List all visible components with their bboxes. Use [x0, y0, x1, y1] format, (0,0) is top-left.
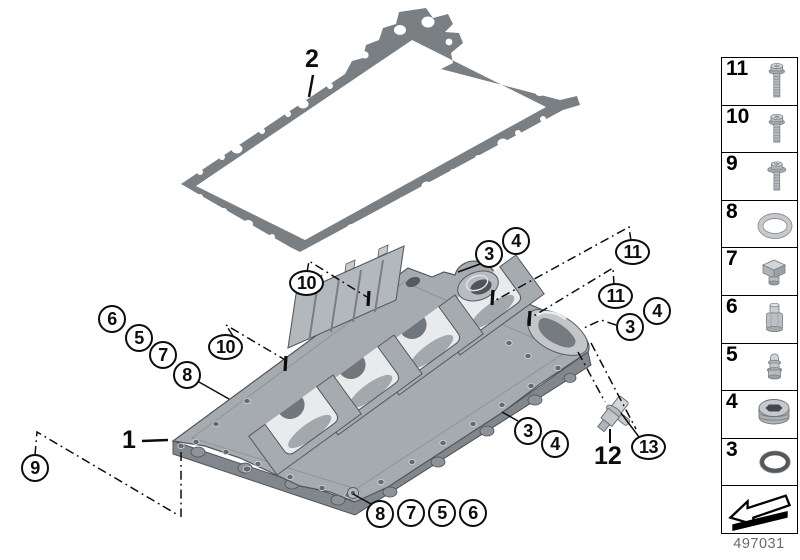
callout-7-left[interactable]: 7 — [149, 341, 177, 369]
oil-pan-gasket-drawing — [181, 8, 580, 252]
callout-5-bottom[interactable]: 5 — [428, 499, 456, 527]
pan-oval-opening — [405, 276, 421, 288]
callout-5-left[interactable]: 5 — [125, 324, 153, 352]
pan-bolt-holes — [177, 339, 562, 498]
hex-screw-plug-icon — [762, 259, 786, 286]
sidebar-item-3-label: 3 — [726, 437, 738, 461]
sidebar-item-11[interactable]: 11 — [722, 57, 797, 105]
sidebar-item-6[interactable]: 6 — [722, 294, 797, 343]
sidebar-item-7[interactable]: 7 — [722, 247, 797, 295]
callout-sensor[interactable]: 12 — [594, 442, 622, 470]
sidebar-item-6-label: 6 — [726, 294, 738, 318]
sidebar-item-9[interactable]: 9 — [722, 152, 797, 200]
sidebar-item-8[interactable]: 8 — [722, 199, 797, 248]
sidebar-item-4-label: 4 — [726, 390, 738, 414]
gasket-bolt-holes — [197, 16, 546, 244]
oil-pan-drawing — [171, 244, 592, 516]
callout-6-bottom[interactable]: 6 — [459, 499, 487, 527]
figure-code: 497031 — [733, 536, 785, 552]
pan-edge-bosses — [190, 373, 577, 506]
callout-9[interactable]: 9 — [21, 454, 49, 482]
callout-11-upper[interactable]: 11 — [615, 239, 650, 265]
nipple-fitting-icon — [766, 353, 783, 380]
sidebar-item-10[interactable]: 10 — [722, 104, 797, 153]
cylindrical-plug-icon — [766, 303, 783, 333]
sidebar-item-overview[interactable] — [722, 485, 797, 533]
sidebar-item-11-label: 11 — [726, 57, 749, 80]
sealing-ring-icon — [757, 213, 793, 240]
sidebar-item-4[interactable]: 4 — [722, 390, 797, 438]
flange-bolt-short-icon — [768, 113, 785, 143]
callout-4-bottom[interactable]: 4 — [541, 430, 569, 458]
sidebar-item-5[interactable]: 5 — [722, 342, 797, 391]
parts-sidebar: 11 10 9 — [721, 57, 798, 534]
sidebar-item-9-label: 9 — [726, 152, 738, 176]
tick-marks — [283, 289, 532, 372]
oil-level-sensor-drawing — [597, 396, 631, 433]
sidebar-item-10-label: 10 — [726, 104, 750, 128]
direction-arrow-icon — [727, 493, 791, 531]
callout-3-right[interactable]: 3 — [616, 313, 644, 341]
flange-bolt-long-icon — [768, 63, 785, 98]
callout-pan[interactable]: 1 — [122, 426, 136, 454]
ribbed-baffle — [287, 244, 405, 349]
o-ring-icon — [759, 450, 791, 474]
leader-lines — [34, 74, 640, 517]
callout-gasket[interactable]: 2 — [305, 45, 319, 73]
eyelet-boss — [457, 270, 499, 302]
callout-7-bottom[interactable]: 7 — [397, 499, 425, 527]
callout-3-top[interactable]: 3 — [475, 240, 503, 268]
sidebar-item-5-label: 5 — [726, 342, 738, 366]
callout-4-right[interactable]: 4 — [643, 297, 671, 325]
callout-10-top[interactable]: 10 — [289, 270, 324, 296]
callout-10-left[interactable]: 10 — [208, 334, 243, 360]
callout-11-lower[interactable]: 11 — [598, 283, 633, 309]
callout-13[interactable]: 13 — [631, 434, 666, 460]
callout-6-left[interactable]: 6 — [98, 305, 126, 333]
callout-4-top[interactable]: 4 — [502, 227, 530, 255]
socket-screw-plug-icon — [758, 399, 790, 425]
callout-3-bottom[interactable]: 3 — [514, 417, 542, 445]
callout-8-left[interactable]: 8 — [173, 361, 201, 389]
sidebar-item-8-label: 8 — [726, 199, 738, 223]
sidebar-item-7-label: 7 — [726, 247, 738, 271]
corner-pocket — [526, 309, 589, 356]
callout-8-bottom[interactable]: 8 — [366, 500, 394, 528]
bolt-with-washer-icon — [767, 161, 787, 191]
sidebar-item-3[interactable]: 3 — [722, 437, 797, 486]
